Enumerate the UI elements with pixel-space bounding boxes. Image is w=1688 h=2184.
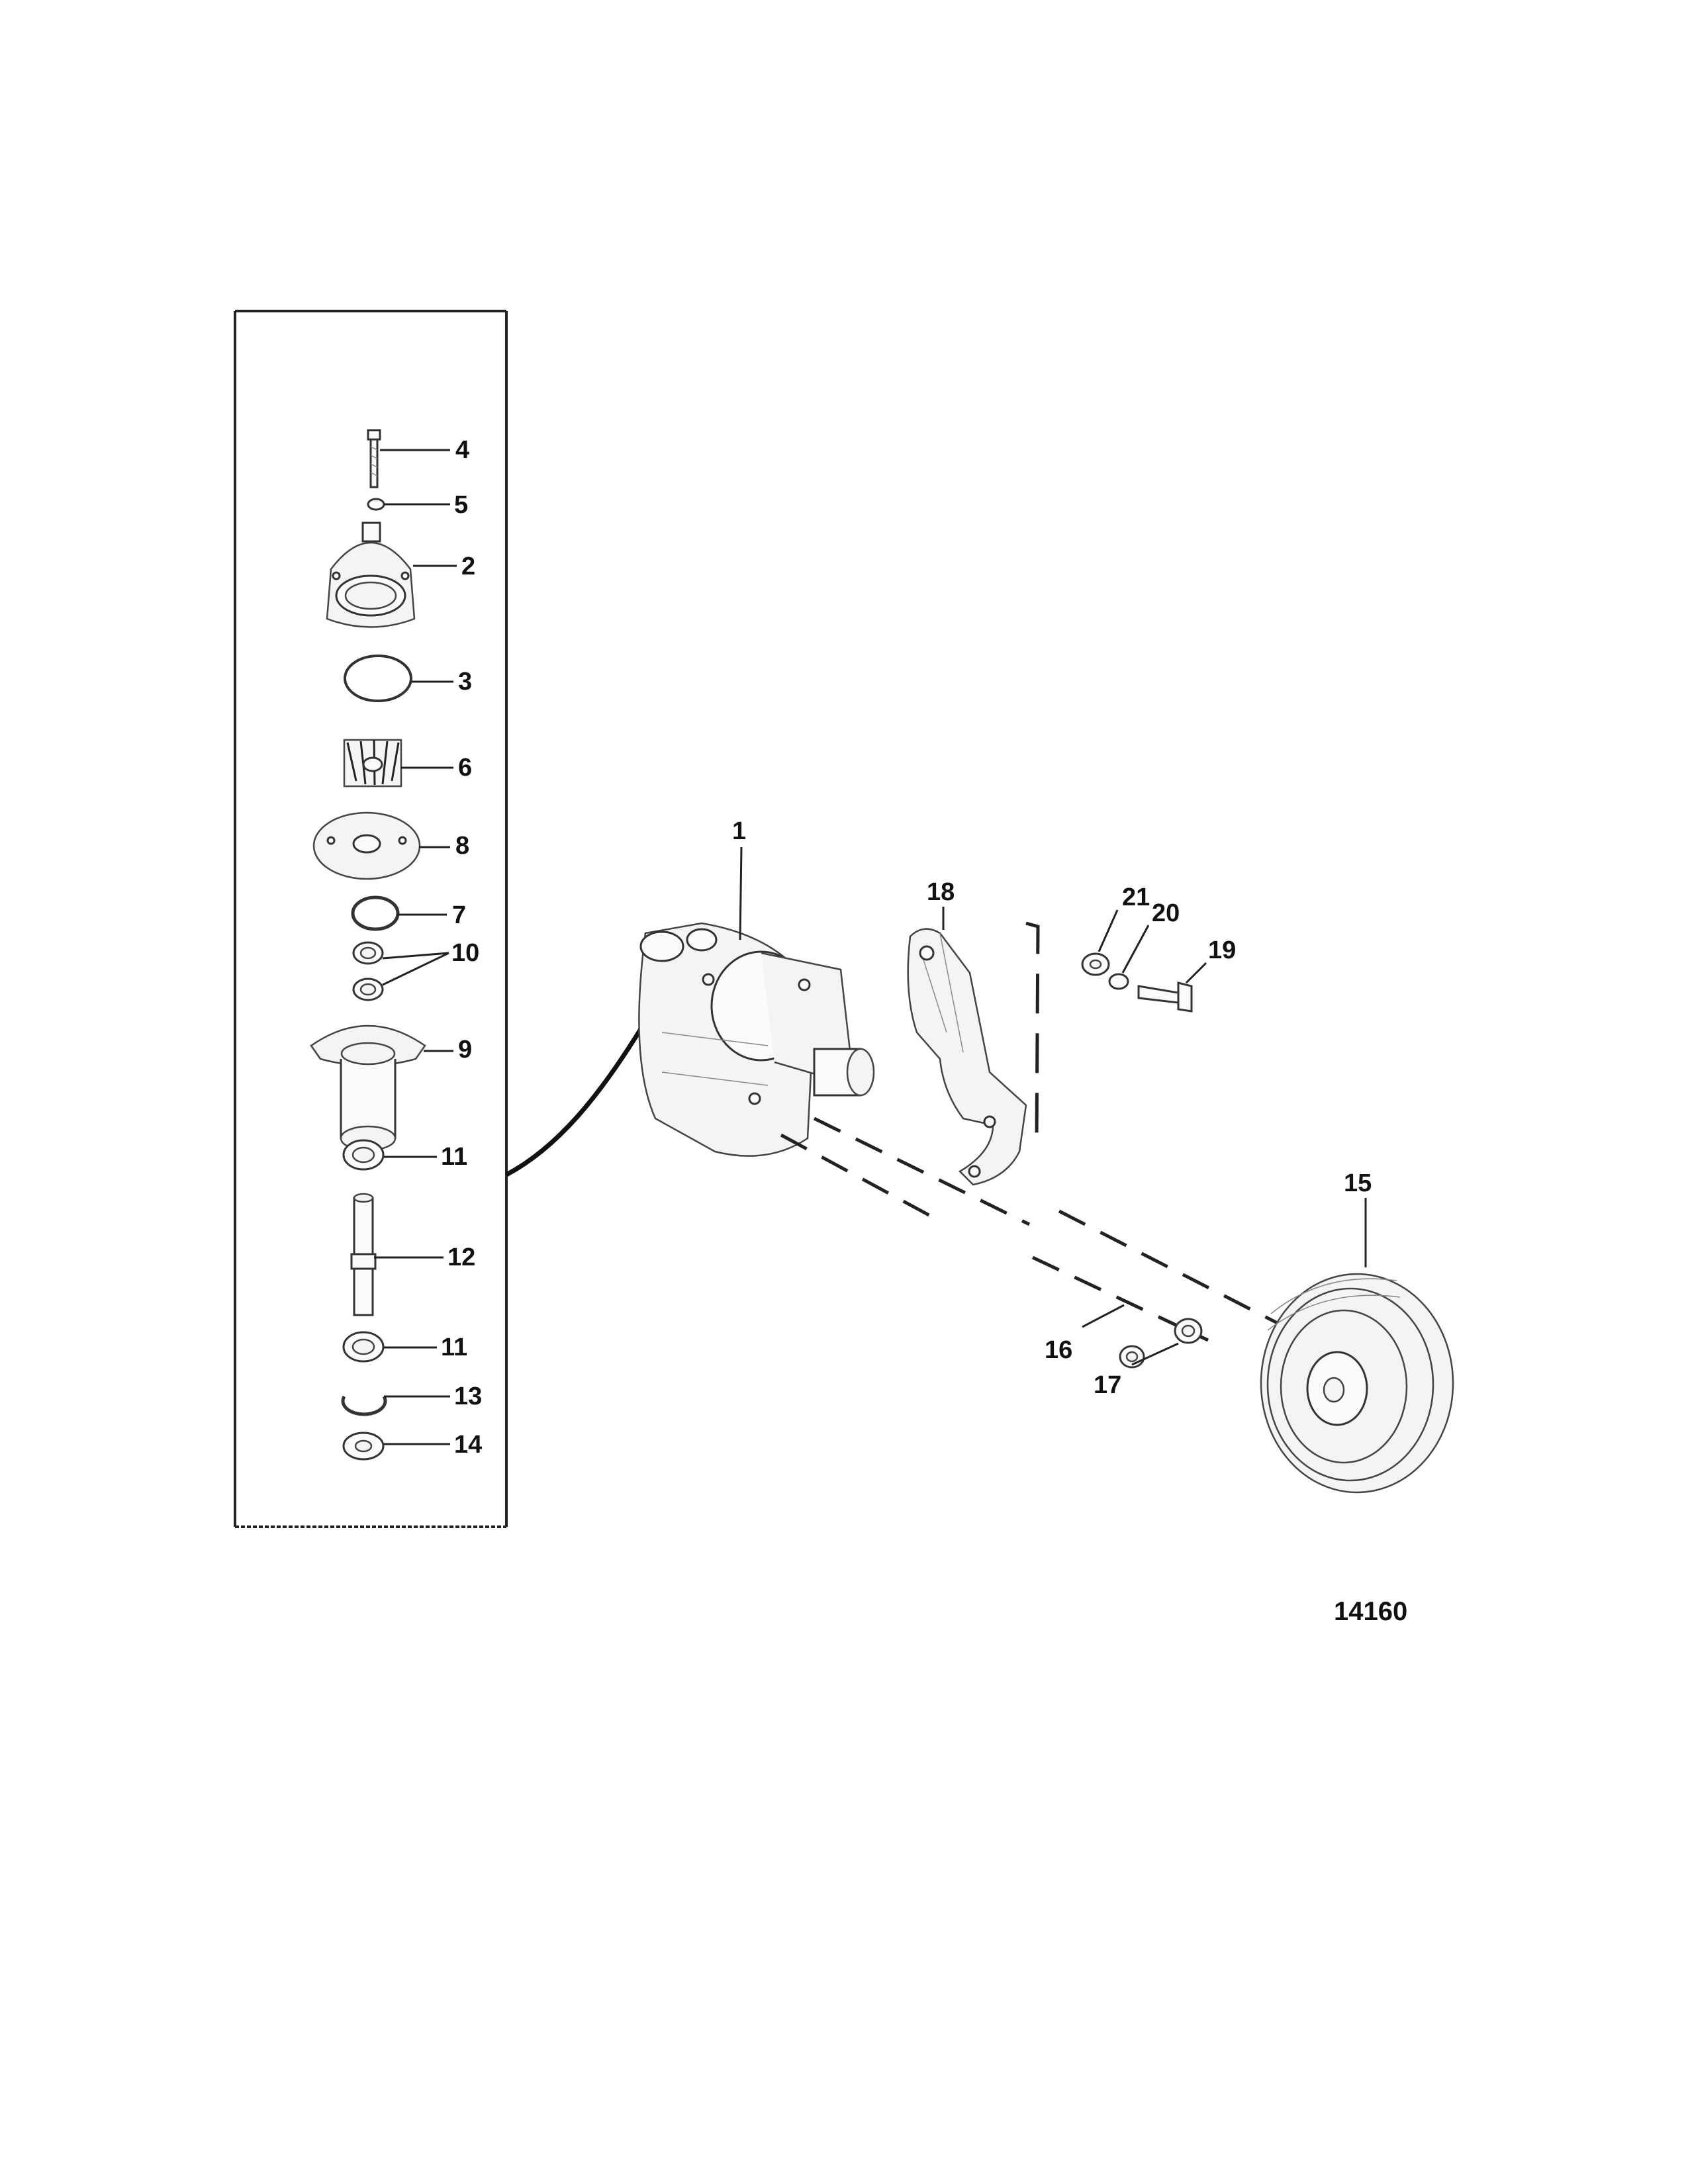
axis-dash-upper [813,1116,1031,1226]
callout-9: 9 [458,1036,472,1064]
callout-11-upper: 11 [441,1143,467,1171]
cover-housing-part-2 [326,522,416,628]
wear-plate-part-8 [312,811,421,880]
bracket-part-18 [907,928,1027,1186]
callout-18: 18 [927,878,955,906]
pump-body-part-9 [310,1024,426,1152]
leader-19 [1185,962,1207,984]
callout-13: 13 [454,1383,482,1410]
bearing-part-11-lower [342,1331,385,1363]
callout-12: 12 [447,1244,475,1271]
callout-3: 3 [458,668,472,696]
lock-washer-part-20 [1108,973,1129,990]
callout-2: 2 [461,553,475,580]
leader-1 [739,846,743,940]
callout-6: 6 [458,754,472,782]
impeller-part-6 [343,739,402,788]
shaft-part-12 [350,1193,377,1316]
leader-20 [1121,925,1150,974]
leader-21 [1098,909,1119,952]
callout-7: 7 [452,901,466,929]
callout-5: 5 [454,491,468,519]
callout-15: 15 [1344,1169,1372,1197]
callout-20: 20 [1152,899,1180,927]
inset-frame [234,310,508,1528]
axis-dash-lower [780,1133,941,1223]
axis-dash-pulley [1058,1209,1319,1345]
seals-part-10 [352,941,384,1001]
leader-17 [1131,1342,1179,1366]
callout-16: 16 [1045,1336,1072,1364]
snap-ring-part-13 [341,1395,387,1416]
washer-part-5 [367,498,385,511]
leader-16 [1082,1304,1125,1328]
bracket-guide-dashes [1025,921,1040,1147]
callout-1: 1 [732,817,746,845]
callout-11-lower: 11 [441,1334,467,1361]
callout-17: 17 [1094,1371,1121,1399]
inset-connector-curve [505,1015,651,1177]
callout-21: 21 [1122,884,1150,911]
drawing-number: 14160 [1334,1597,1407,1626]
o-ring-part-7 [351,895,400,931]
callout-labels: 1 2 3 4 5 6 7 8 9 10 11 11 12 13 14 15 1… [441,436,1372,1459]
washer-part-21 [1081,952,1110,976]
screw-part-4 [367,429,381,488]
inset-leader-lines [374,449,457,1445]
callout-10: 10 [451,939,479,967]
bolt-part-19 [1137,981,1193,1013]
pulley-part-15 [1260,1273,1454,1494]
callout-14: 14 [454,1431,482,1459]
callout-4: 4 [455,436,469,464]
bearing-part-11-upper [342,1139,385,1171]
o-ring-part-3 [344,655,412,702]
washer-part-14 [342,1432,385,1461]
callout-8: 8 [455,832,469,860]
sea-water-pump-part-1 [638,922,875,1157]
nut-part-17 [1174,1318,1203,1344]
callout-19: 19 [1208,936,1236,964]
